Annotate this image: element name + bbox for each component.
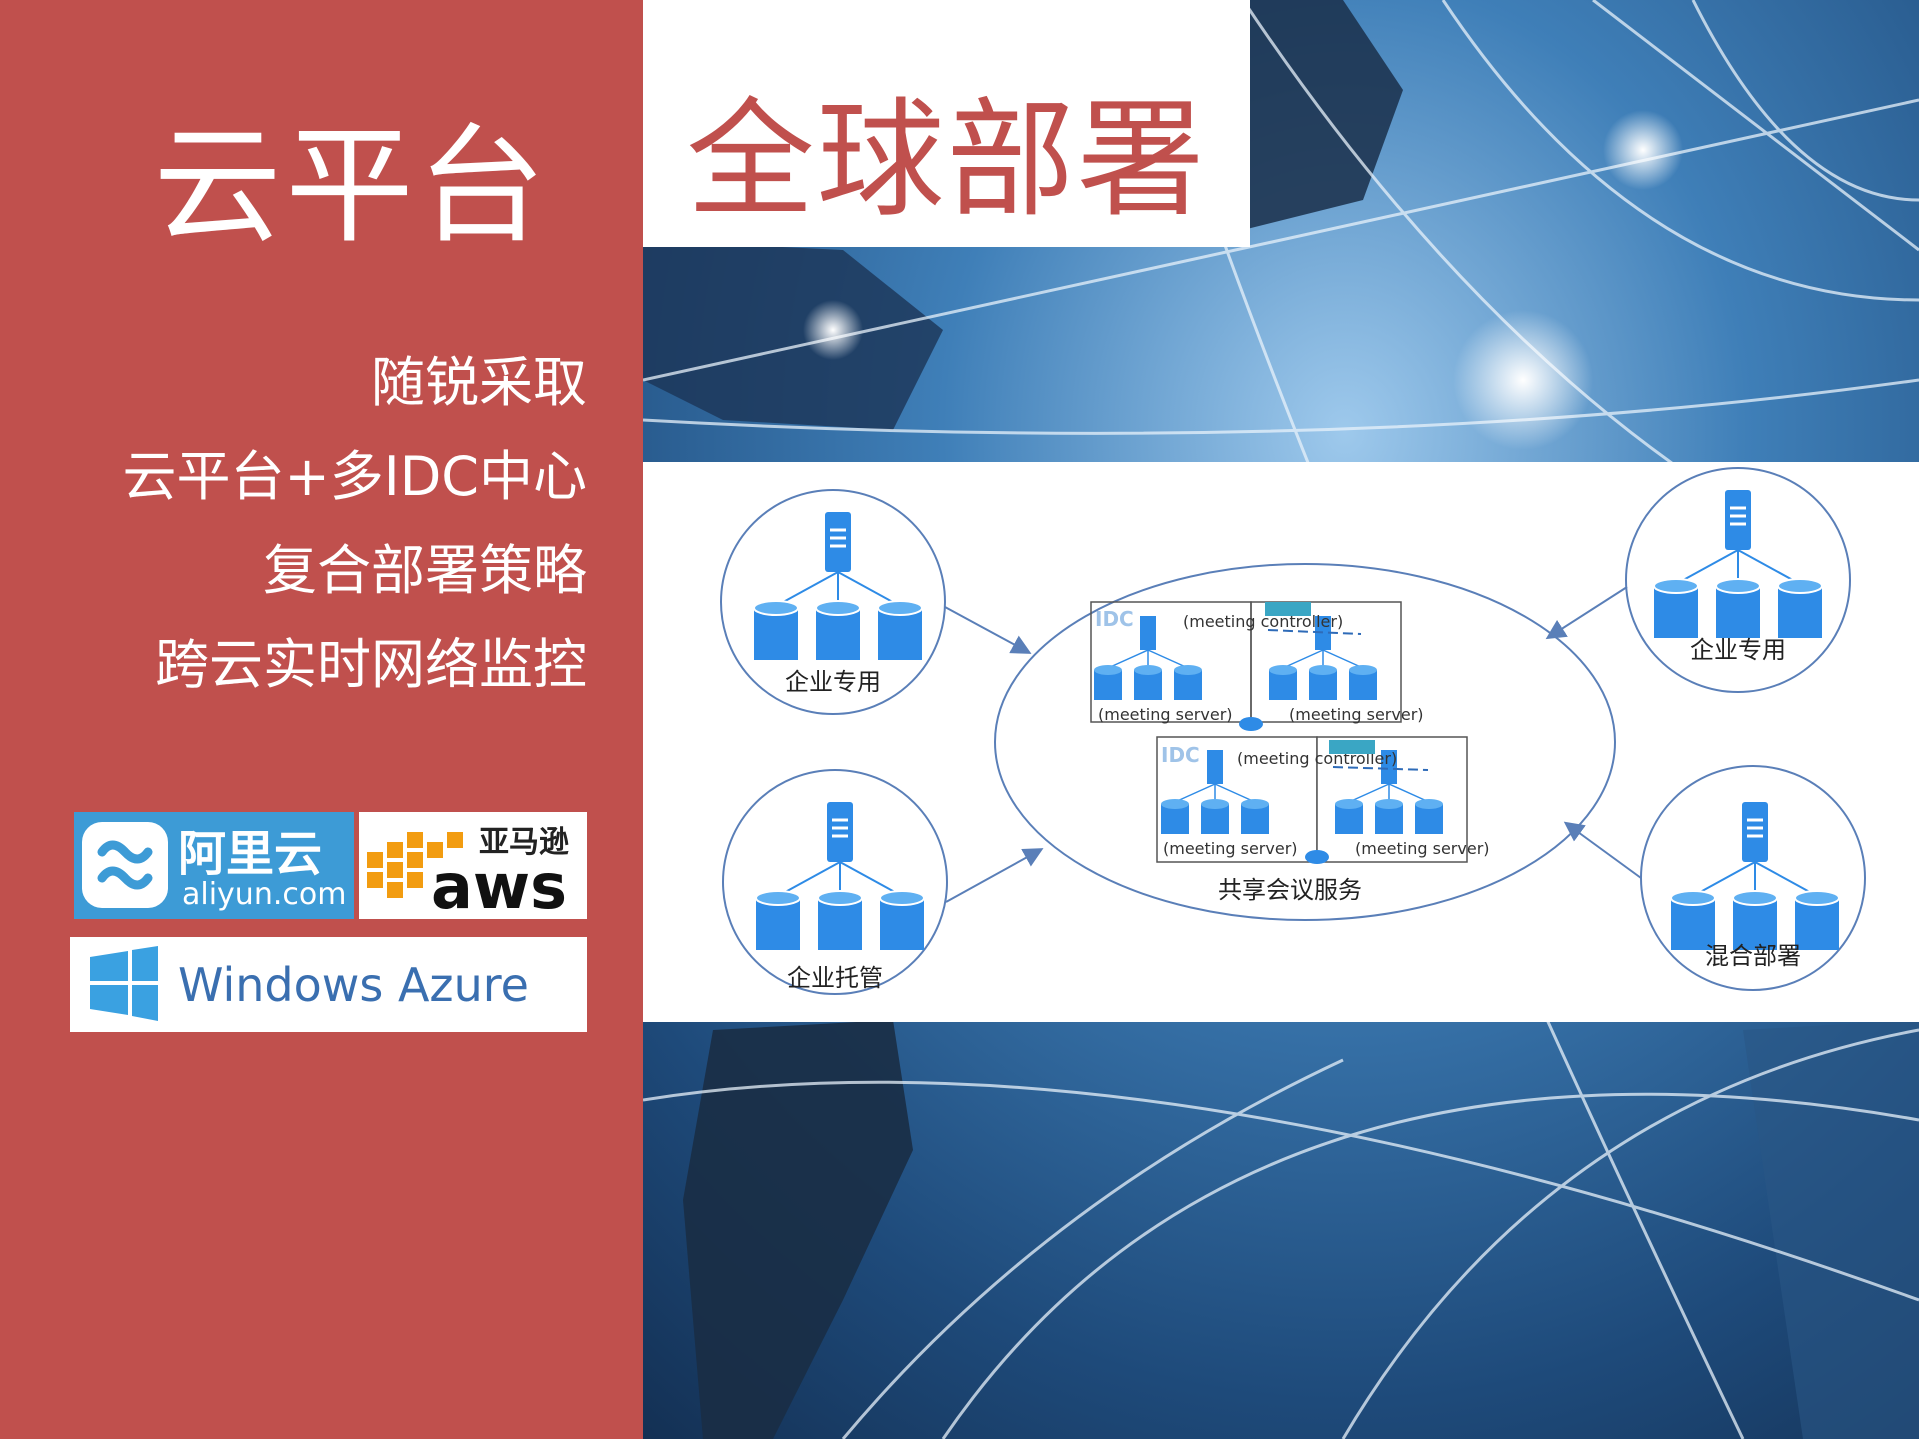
aliyun-logo: 阿里云 aliyun.com	[74, 812, 354, 919]
node-top-right-label: 企业专用	[1690, 636, 1786, 664]
left-panel: 云平台 随锐采取 云平台+多IDC中心 复合部署策略 跨云实时网络监控 阿里云 …	[0, 0, 643, 1439]
feature-item: 随锐采取	[371, 351, 587, 414]
node-bottom-right-label: 混合部署	[1705, 942, 1801, 970]
azure-text: Windows Azure	[178, 958, 529, 1012]
aws-logo: 亚马逊 aws	[359, 812, 587, 919]
brand-title: 云平台	[153, 112, 550, 261]
aws-cn-text: 亚马逊	[479, 825, 569, 860]
node-center-label: 共享会议服务	[1218, 876, 1362, 904]
meeting-server-label-2: (meeting server)	[1289, 705, 1424, 724]
connection-arrows	[944, 586, 1642, 903]
deployment-diagram: 企业专用 企业专用 企业托管 混合部署 IDC	[720, 467, 1866, 995]
idc-block-2: IDC (meeting controller) (meeting server…	[1156, 736, 1490, 864]
meeting-server-label-3: (meeting server)	[1163, 839, 1298, 858]
meeting-server-label-1: (meeting server)	[1098, 705, 1233, 724]
title-box: 全球部署	[643, 0, 1250, 247]
node-top-left: 企业专用	[720, 489, 946, 715]
feature-item: 复合部署策略	[263, 539, 587, 602]
feature-item: 云平台+多IDC中心	[122, 445, 587, 508]
aliyun-cn-text: 阿里云	[178, 826, 322, 882]
main-title: 全球部署	[686, 86, 1207, 235]
feature-item: 跨云实时网络监控	[155, 633, 587, 696]
idc-label-1: IDC	[1095, 607, 1134, 631]
idc-label-2: IDC	[1161, 743, 1200, 767]
node-bottom-left-label: 企业托管	[787, 964, 883, 992]
deployment-diagram-card: 企业专用 企业专用 企业托管 混合部署 IDC	[643, 462, 1919, 1022]
aliyun-logo-graphic: 阿里云 aliyun.com	[82, 822, 346, 912]
aliyun-en-text: aliyun.com	[182, 877, 346, 912]
node-top-right: 企业专用	[1625, 467, 1851, 693]
idc-block-1: IDC (meeting controller) (meeting server…	[1090, 601, 1424, 731]
azure-logo: Windows Azure	[70, 937, 587, 1032]
aws-en-text: aws	[431, 850, 567, 919]
feature-list: 随锐采取 云平台+多IDC中心 复合部署策略 跨云实时网络监控	[27, 336, 587, 712]
node-center: IDC (meeting controller) (meeting server…	[994, 563, 1616, 921]
node-bottom-right: 混合部署	[1640, 765, 1866, 991]
node-top-left-label: 企业专用	[785, 668, 881, 696]
node-bottom-left: 企业托管	[722, 769, 948, 995]
azure-logo-graphic: Windows Azure	[90, 946, 529, 1021]
meeting-controller-label-1: (meeting controller)	[1183, 612, 1343, 631]
aws-logo-graphic: 亚马逊 aws	[367, 825, 569, 919]
meeting-server-label-4: (meeting server)	[1355, 839, 1490, 858]
